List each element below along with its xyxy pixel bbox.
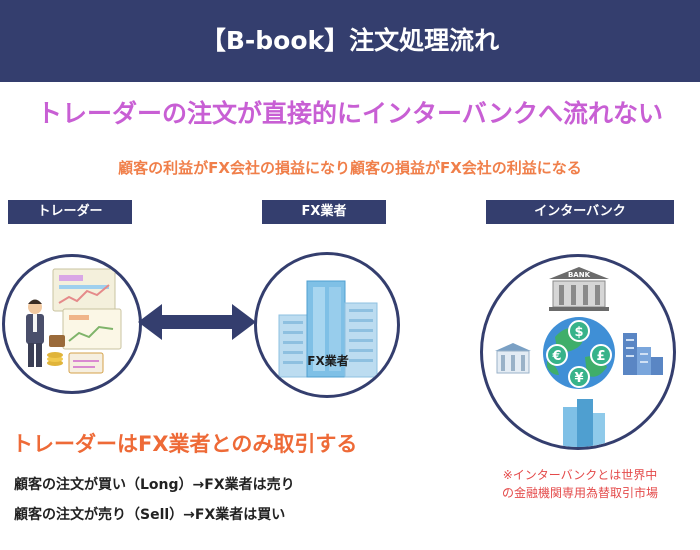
interbank-note: ※インターバンクとは世界中 の金融機関専用為替取引市場: [470, 466, 690, 502]
trader-label: トレーダー: [8, 200, 132, 224]
subline: 顧客の利益がFX会社の損益になり顧客の損益がFX会社の利益になる: [118, 159, 582, 177]
page-title: 【B-book】注文処理流れ: [200, 26, 500, 55]
bank-sign: BANK: [568, 271, 591, 279]
bank-building-icon: BANK: [549, 267, 609, 311]
double-arrow-icon: [138, 304, 256, 340]
fx-building-icon: [278, 280, 378, 378]
fx-label: FX業者: [262, 200, 386, 224]
city-right-icon: [623, 333, 663, 375]
euro-icon: €: [551, 349, 561, 364]
interbank-note-line2: の金融機関専用為替取引市場: [501, 486, 658, 500]
interbank-illustration: BANK $ € £ ¥: [495, 267, 663, 447]
fx-building-caption: FX業者: [307, 354, 349, 368]
trade-rule-title: トレーダーはFX業者とのみ取引する: [12, 432, 358, 456]
glass-tower-icon: [563, 399, 605, 447]
rule-sell: 顧客の注文が売り（Sell）→FX業者は買い: [14, 507, 286, 523]
dollar-icon: $: [574, 325, 583, 340]
businessman-icon: [26, 299, 44, 367]
interbank-label: インターバンク: [486, 200, 674, 224]
pound-icon: £: [596, 349, 605, 364]
interbank-circle: BANK $ € £ ¥: [480, 254, 676, 450]
trader-circle: [2, 254, 142, 394]
header-banner: 【B-book】注文処理流れ: [0, 0, 700, 82]
trader-illustration: [26, 268, 122, 374]
yen-icon: ¥: [574, 371, 583, 386]
interbank-note-line1: ※インターバンクとは世界中: [502, 468, 658, 482]
small-building-left-icon: [495, 343, 531, 374]
rule-long: 顧客の注文が買い（Long）→FX業者は売り: [14, 477, 295, 493]
fx-circle: [254, 252, 400, 398]
headline: トレーダーの注文が直接的にインターバンクへ流れない: [36, 99, 663, 128]
